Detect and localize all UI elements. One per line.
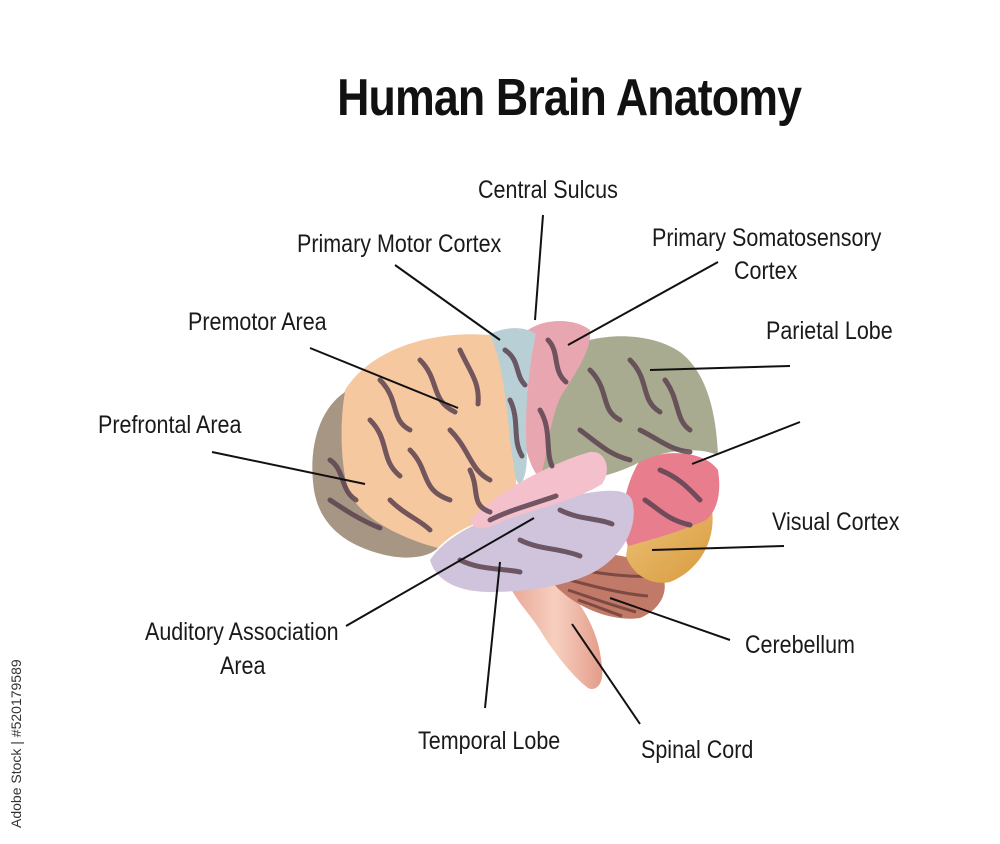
leader-primary-motor-cortex [394, 264, 501, 341]
watermark-text: Adobe Stock | #520179589 [8, 659, 24, 828]
label-primary-somatosensory-line2: Cortex [734, 257, 798, 285]
label-parietal-lobe: Parietal Lobe [766, 317, 893, 345]
label-primary-somatosensory-line1: Primary Somatosensory [652, 224, 882, 252]
label-premotor-area: Premotor Area [188, 308, 327, 336]
leader-visual-cortex [651, 545, 785, 551]
label-spinal-cord: Spinal Cord [641, 736, 754, 764]
leader-central-sulcus [534, 214, 544, 321]
leader-premotor [309, 347, 459, 409]
label-auditory-association-line2: Area [220, 652, 266, 680]
occipital-region [623, 453, 720, 546]
spinal-cord-region [508, 578, 603, 690]
label-auditory-association-line1: Auditory Association [145, 618, 339, 646]
leader-primary-somatosensory [567, 261, 719, 346]
leader-prefrontal [211, 451, 366, 485]
auditory-association-region [470, 451, 607, 529]
watermark: Adobe Stock | #520179589 [4, 600, 34, 830]
prefrontal-region [312, 392, 438, 558]
leader-temporal-lobe [484, 561, 501, 709]
diagram-title: Human Brain Anatomy [337, 69, 802, 127]
leader-occipital [691, 421, 801, 465]
leader-auditory [345, 517, 535, 627]
parietal-lobe-region [535, 336, 718, 481]
leader-cerebellum [609, 597, 731, 641]
label-prefrontal-area: Prefrontal Area [98, 411, 242, 439]
leader-spinal-cord [571, 623, 641, 725]
label-visual-cortex: Visual Cortex [772, 508, 900, 536]
somatosensory-region [519, 321, 591, 478]
label-cerebellum: Cerebellum [745, 631, 855, 659]
leader-parietal-lobe [649, 365, 791, 371]
label-central-sulcus: Central Sulcus [478, 176, 618, 204]
label-temporal-lobe: Temporal Lobe [418, 727, 561, 755]
label-primary-motor-cortex: Primary Motor Cortex [297, 230, 502, 258]
